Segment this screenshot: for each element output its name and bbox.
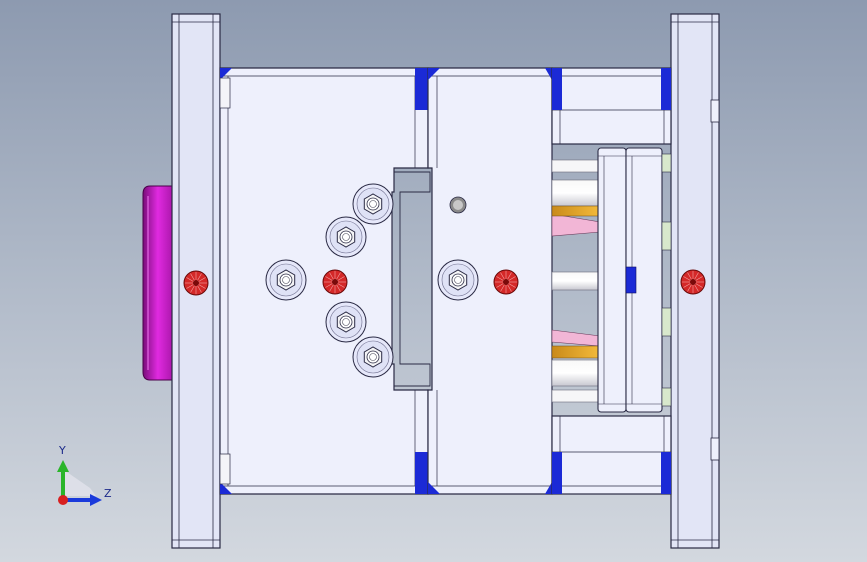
coordinate-triad: Y Z <box>57 444 112 506</box>
ejector-plate[interactable] <box>625 147 663 413</box>
hex-nut[interactable] <box>352 183 394 225</box>
z-axis-label: Z <box>104 487 112 500</box>
socket-screw-head[interactable] <box>183 270 209 296</box>
spacer-block-bottom[interactable] <box>551 415 672 495</box>
locating-ring[interactable] <box>142 185 177 381</box>
socket-screw-head[interactable] <box>493 269 519 295</box>
hex-nut[interactable] <box>437 259 479 301</box>
right-clamp-plate[interactable] <box>670 13 720 549</box>
socket-screw-head[interactable] <box>680 269 706 295</box>
support-pillars[interactable] <box>661 153 672 407</box>
hex-nut[interactable] <box>325 301 367 343</box>
y-axis-label: Y <box>58 444 66 457</box>
ejector-pins[interactable] <box>551 159 603 403</box>
origin-point <box>58 495 68 505</box>
guide-hole <box>449 196 467 214</box>
socket-screw-head[interactable] <box>322 269 348 295</box>
hex-nut[interactable] <box>352 336 394 378</box>
hex-nut[interactable] <box>325 216 367 258</box>
spacer-block-top[interactable] <box>551 67 672 145</box>
ejector-retainer-plate[interactable] <box>597 147 627 413</box>
return-springs[interactable] <box>551 205 601 359</box>
hex-nut[interactable] <box>265 259 307 301</box>
